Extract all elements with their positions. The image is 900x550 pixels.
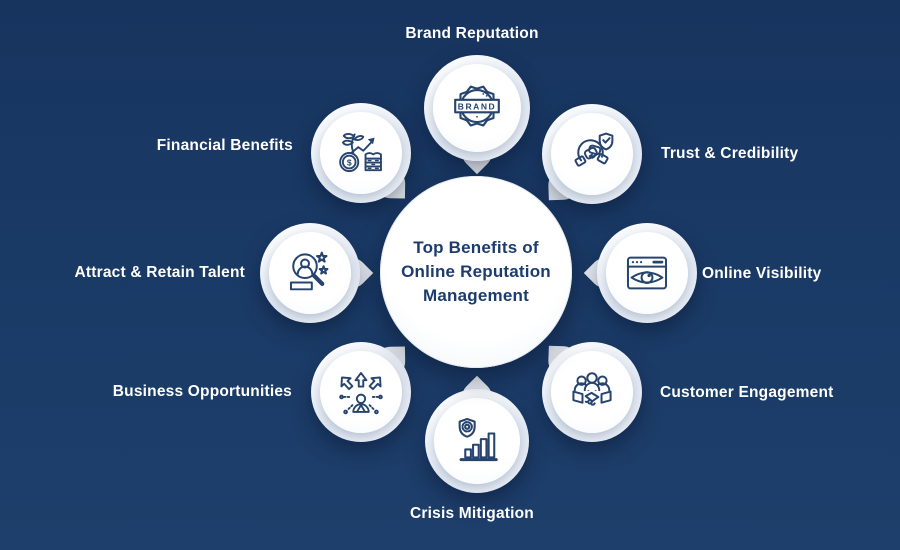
coin-dollar-text: $ xyxy=(347,157,352,167)
benefit-circle-trust-credibility xyxy=(542,104,642,204)
circle-face xyxy=(606,232,688,314)
shield-bar-chart-icon xyxy=(458,417,498,462)
circle-face xyxy=(551,113,633,195)
center-title: Top Benefits of Online Reputation Manage… xyxy=(401,236,551,308)
label-brand-reputation: Brand Reputation xyxy=(405,25,539,42)
label-trust-credibility: Trust & Credibility xyxy=(661,145,799,162)
label-business-opportunities: Business Opportunities xyxy=(112,383,292,400)
label-financial-benefits: Financial Benefits xyxy=(156,137,293,154)
circle-face xyxy=(434,398,520,484)
person-arrows-icon xyxy=(339,372,383,415)
benefit-circle-brand-reputation: BRAND xyxy=(424,55,530,175)
benefit-circle-online-visibility xyxy=(583,223,697,323)
benefit-circle-crisis-mitigation xyxy=(425,375,529,493)
circle-face xyxy=(551,351,633,433)
label-attract-retain-talent: Attract & Retain Talent xyxy=(74,264,245,281)
circle-face: $ xyxy=(320,112,402,194)
center-title-line3: Management xyxy=(423,286,529,306)
center-title-line1: Top Benefits of xyxy=(413,237,539,257)
browser-eye-icon xyxy=(626,256,668,290)
handshake-shield-icon xyxy=(574,132,614,167)
brand-badge-text: BRAND xyxy=(458,101,497,111)
center-circle: Top Benefits of Online Reputation Manage… xyxy=(380,176,572,368)
people-handshake-icon xyxy=(572,372,612,406)
label-customer-engagement: Customer Engagement xyxy=(660,384,834,401)
center-title-line2: Online Reputation xyxy=(401,261,551,281)
brand-badge-icon: BRAND xyxy=(454,85,500,127)
circle-face xyxy=(320,351,402,433)
benefit-circle-business-opportunities xyxy=(311,342,411,442)
benefit-circle-customer-engagement xyxy=(542,342,642,442)
label-crisis-mitigation: Crisis Mitigation xyxy=(410,505,534,522)
magnifier-person-stars-icon xyxy=(289,251,329,291)
label-online-visibility: Online Visibility xyxy=(702,265,822,282)
benefit-circle-attract-retain-talent xyxy=(260,223,374,323)
benefit-circle-financial-benefits: $ xyxy=(311,103,411,203)
circle-face: BRAND xyxy=(433,64,521,152)
money-growth-icon: $ xyxy=(339,133,382,173)
circle-face xyxy=(269,232,351,314)
